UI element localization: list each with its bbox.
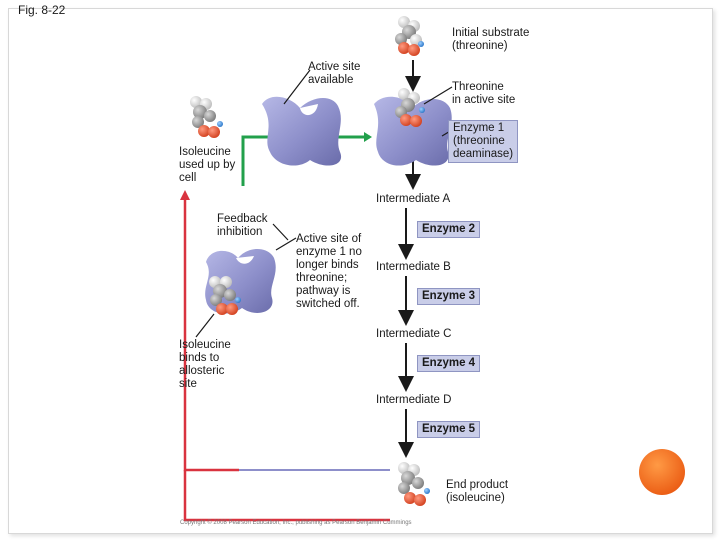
molecule-isoleucine-allosteric — [209, 276, 241, 315]
leader-threonine — [423, 86, 453, 105]
copyright-text: Copyright © 2008 Pearson Education, Inc.… — [180, 520, 412, 526]
closed-active-site — [236, 256, 254, 264]
label-intermediate-a: Intermediate A — [376, 193, 451, 205]
label-enzyme4: Enzyme 4 — [417, 355, 481, 372]
feedback-arrowhead — [180, 190, 190, 200]
label-active-site-available: Active site available — [308, 61, 361, 86]
label-intermediate-c: Intermediate C — [376, 328, 452, 340]
active-site-notch — [300, 104, 318, 116]
label-end-product: End product (isoleucine) — [446, 479, 509, 504]
accent-circle-icon — [639, 449, 685, 495]
label-initial-substrate: Initial substrate (threonine) — [452, 27, 530, 52]
label-isoleucine-binds: Isoleucine binds to allosteric site — [179, 339, 231, 390]
molecule-isoleucine-used — [190, 96, 223, 138]
feedback-arrow-bottom — [183, 470, 390, 522]
label-intermediate-d: Intermediate D — [376, 394, 452, 406]
label-threonine-in-site: Threonine in active site — [452, 81, 516, 106]
label-enzyme2: Enzyme 2 — [417, 221, 481, 238]
slide-frame — [8, 8, 713, 534]
molecule-initial-substrate — [395, 16, 424, 56]
enzyme-available — [262, 96, 342, 166]
label-feedback-inhibition: Feedback inhibition — [217, 213, 268, 238]
label-enzyme1: Enzyme 1 (threonine deaminase) — [448, 120, 519, 163]
label-isoleucine-used: Isoleucine used up by cell — [179, 146, 236, 184]
label-intermediate-b: Intermediate B — [376, 261, 451, 273]
label-active-site-no-longer: Active site of enzyme 1 no longer binds … — [296, 233, 362, 310]
figure-label: Fig. 8-22 — [18, 3, 66, 17]
label-enzyme3: Enzyme 3 — [417, 288, 481, 305]
molecule-threonine-in-site — [395, 88, 425, 127]
leader-allosteric — [195, 313, 215, 338]
green-arrowhead — [364, 132, 372, 142]
molecule-end-product — [398, 462, 430, 506]
leader-feedback — [272, 223, 289, 241]
leader-active-site — [283, 69, 311, 105]
label-enzyme5: Enzyme 5 — [417, 421, 481, 438]
pathway-arrows — [398, 60, 421, 458]
leader-active-site-off — [275, 237, 297, 251]
enzyme-with-threonine — [374, 96, 452, 166]
